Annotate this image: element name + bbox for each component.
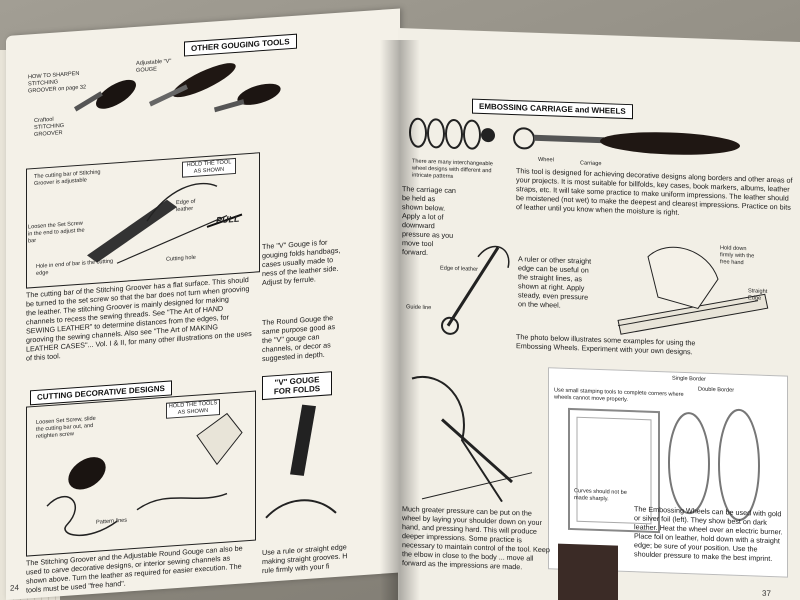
dark-leather-sample — [558, 543, 618, 600]
label-edge-leather: Edge of leather — [176, 198, 196, 214]
right-page: EMBOSSING CARRIAGE and WHEELS Wheel Carr… — [398, 28, 800, 600]
label-craftool-groover: Craftool STITCHING GROOVER — [34, 116, 65, 139]
book-gutter-shadow — [380, 40, 420, 600]
emboss-paragraph: The Embossing Wheels can be used with go… — [634, 504, 783, 564]
label-wheel: Wheel — [538, 156, 554, 164]
tool-paragraph: This tool is designed for achieving deco… — [516, 166, 793, 217]
label-carriage: Carriage — [580, 160, 602, 168]
rule-paragraph: Use a rule or straight edge making strai… — [262, 542, 348, 576]
carriage-illustration — [510, 116, 750, 168]
page-number-right: 37 — [762, 588, 771, 599]
label-edge-leather-right: Edge of leather — [440, 265, 478, 273]
ruler-paragraph: A ruler or other straight edge can be us… — [518, 254, 592, 310]
label-how-to-sharpen: HOW TO SHARPEN STITCHING GROOVER on page… — [28, 70, 87, 95]
label-loosen-set: Loosen the Set Screw in the end to adjus… — [28, 220, 85, 245]
shoulder-pressure-illustration — [402, 358, 542, 513]
embossing-examples-photo — [548, 367, 788, 578]
left-page: OTHER GOUGING TOOLS HOW TO SHARPEN STITC… — [6, 8, 400, 600]
label-double-border: Double Border — [698, 386, 735, 394]
v-gouge-folds-illustration — [256, 392, 346, 538]
label-single-border: Single Border — [672, 375, 706, 383]
gouge-tools-illustration — [54, 53, 284, 159]
label-curves: Curves should not be made sharply. — [574, 488, 627, 503]
label-hold-down: Hold down firmly with the free hand — [720, 245, 755, 267]
v-gouge-paragraph: The "V" Gouge is for gouging folds handb… — [262, 237, 341, 288]
header-embossing: EMBOSSING CARRIAGE and WHEELS — [472, 98, 633, 120]
wheels-illustration — [406, 112, 496, 155]
ruler-hand-illustration — [598, 235, 778, 361]
groover-diagram-box — [26, 152, 260, 289]
label-loosen-screw: Loosen Set Screw, slide the cutting bar … — [36, 415, 96, 440]
label-straight-edge: Straight Edge — [748, 288, 768, 302]
pressure-paragraph: Much greater pressure can be put on the … — [402, 504, 550, 572]
page-number-left: 24 — [10, 583, 19, 593]
label-pull: PULL — [216, 213, 240, 226]
carriage-hand-illustration — [438, 225, 518, 348]
round-gouge-paragraph: The Round Gouge the same purpose good as… — [262, 313, 336, 364]
label-interchangeable: There are many interchangeable wheel des… — [412, 158, 493, 180]
groover-paragraph: The cutting bar of the Stitching Groover… — [26, 275, 252, 363]
cutting-designs-box — [26, 390, 256, 557]
